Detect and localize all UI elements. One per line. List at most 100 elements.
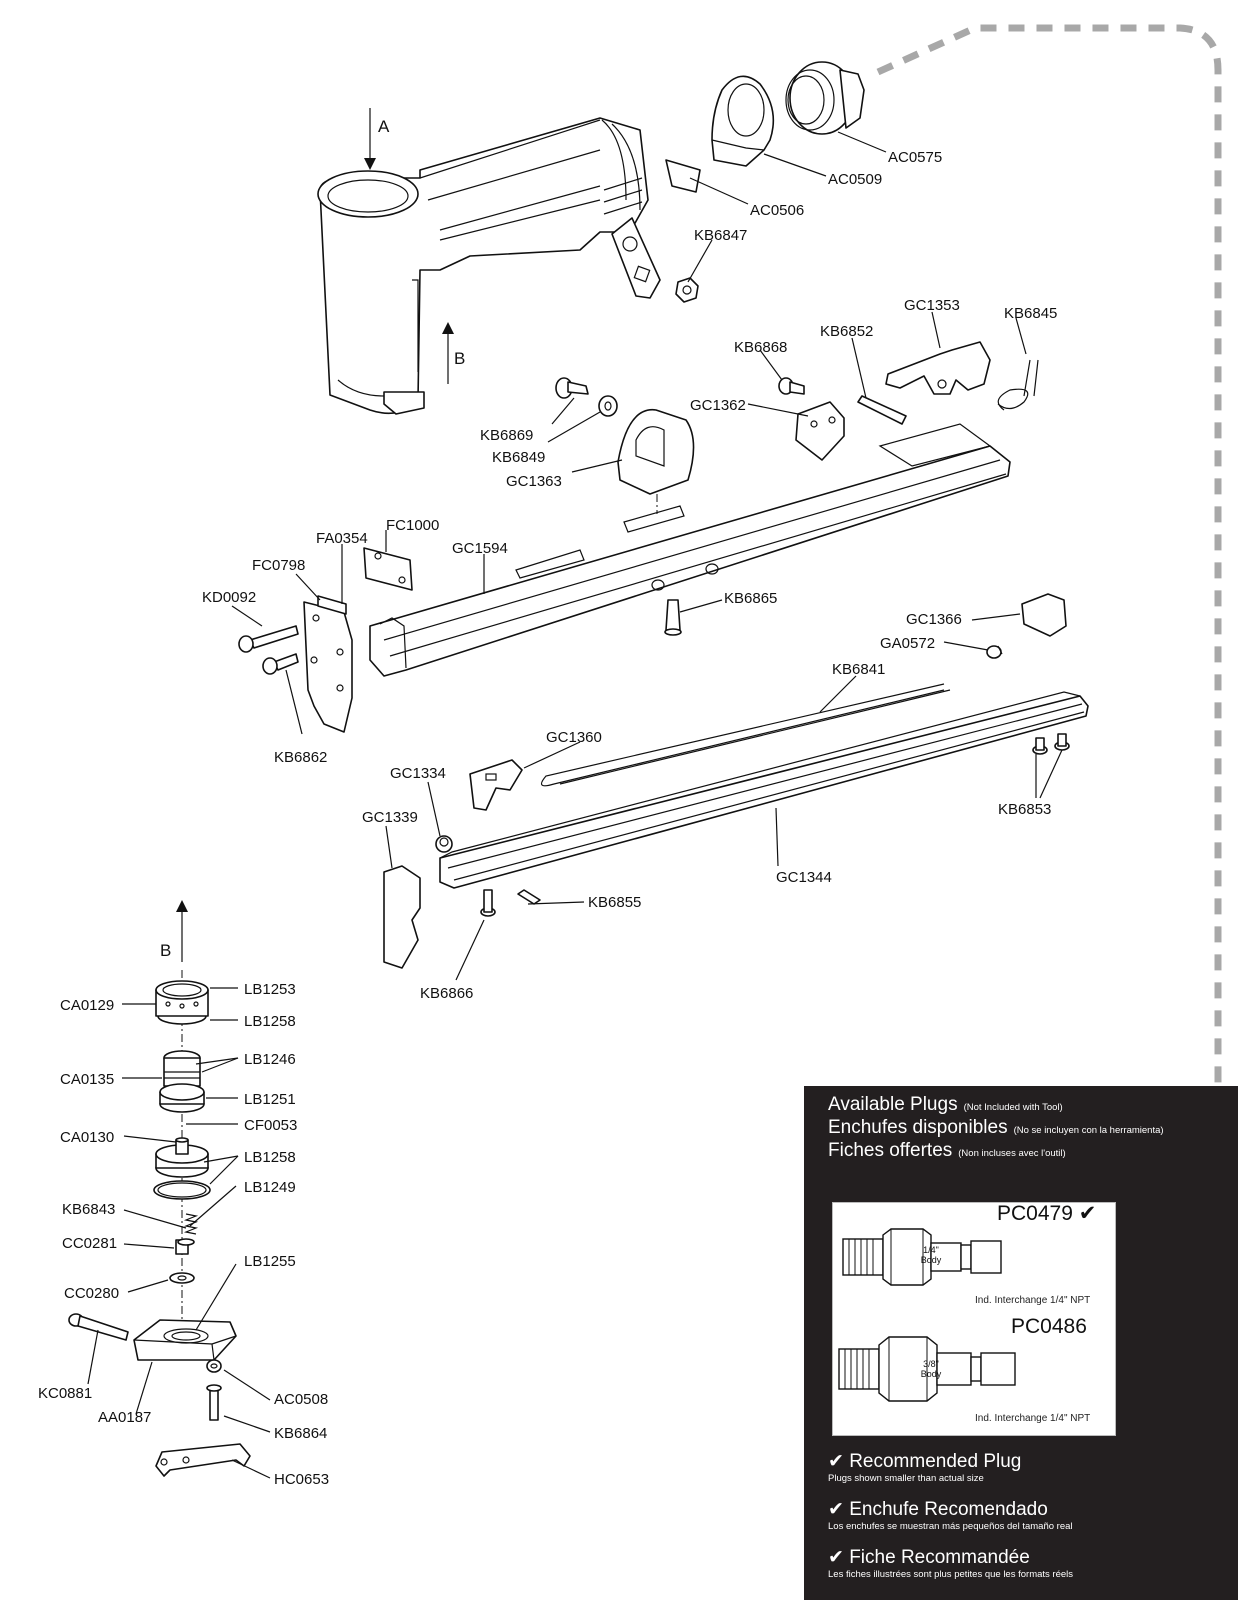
part-kc0881-bolt (68, 1313, 129, 1341)
plug-pc0486-code: PC0486 (1011, 1315, 1087, 1338)
part-ca0130-piston (155, 1137, 209, 1178)
part-label: LB1246 (244, 1051, 296, 1068)
part-kb6845-spring (997, 359, 1039, 411)
part-kb6862-screw (262, 653, 299, 675)
part-labels: AC0575 AC0509 AC0506 KB6847 GC1353 KB684… (38, 149, 1057, 1488)
housing-body (317, 117, 661, 415)
heading-english: Available Plugs(Not Included with Tool) (828, 1094, 1063, 1116)
part-cc0280-washer (169, 1272, 195, 1284)
part-kb6853-screws (1032, 733, 1070, 755)
recommended-spanish: ✔ Enchufe Recomendado Los enchufes se mu… (828, 1498, 1073, 1532)
available-plugs-panel: Available Plugs(Not Included with Tool) … (804, 1086, 1238, 1600)
part-kb6849-washer (598, 395, 618, 417)
heading-spanish-note: (No se incluyen con la herramienta) (1013, 1125, 1164, 1136)
part-fc0798-driver-guide (303, 595, 353, 733)
part-gc1366-cap (1021, 593, 1067, 637)
heading-french-note: (Non incluses avec l'outil) (958, 1148, 1066, 1159)
part-label: GC1363 (506, 473, 562, 490)
part-label: LB1249 (244, 1179, 296, 1196)
plug-pc0486-body-label: 3/8" Body (913, 1359, 949, 1379)
part-label: KB6853 (998, 801, 1051, 818)
part-label: GC1334 (390, 765, 446, 782)
plug-pc0486-drawing (838, 1336, 1016, 1402)
heading-spanish-title: Enchufes disponibles (828, 1117, 1008, 1138)
part-gc1360-follower (469, 759, 523, 811)
part-label: HC0653 (274, 1471, 329, 1488)
part-aa0187-base (133, 1319, 237, 1361)
heading-english-title: Available Plugs (828, 1094, 958, 1115)
part-gc1344-magazine (439, 691, 1089, 889)
part-ac0575-fitting (785, 61, 865, 135)
part-ac0506-pad (665, 159, 701, 193)
part-label: KB6852 (820, 323, 873, 340)
part-label: AC0506 (750, 202, 804, 219)
part-fc1000-plate (363, 547, 413, 591)
part-label: GC1366 (906, 611, 962, 628)
part-label: GC1362 (690, 397, 746, 414)
check-icon: ✔ (1078, 1201, 1097, 1225)
check-icon: ✔ (828, 1450, 844, 1472)
part-label: LB1258 (244, 1149, 296, 1166)
recommended-english-sub: Plugs shown smaller than actual size (828, 1473, 984, 1484)
plug-card: 1/4" Body PC0479 ✔ Ind. Interchange 1/4"… (832, 1201, 1116, 1436)
plug-pc0479-code: PC0479 ✔ (997, 1201, 1096, 1226)
part-label: GC1344 (776, 869, 832, 886)
part-gc1363-block (617, 409, 695, 495)
part-label: KB6864 (274, 1425, 327, 1442)
part-label: AA0187 (98, 1409, 151, 1426)
recommended-english: ✔ Recommended Plug Plugs shown smaller t… (828, 1450, 1021, 1484)
part-kb6841-spring (540, 683, 951, 787)
part-kd0092-screw (238, 625, 299, 653)
part-label: FC0798 (252, 557, 305, 574)
part-kb6869-pin (555, 377, 589, 399)
part-label: KD0092 (202, 589, 256, 606)
part-label: CA0130 (60, 1129, 114, 1146)
part-label: GA0572 (880, 635, 935, 652)
part-label: CF0053 (244, 1117, 297, 1134)
part-label: CC0281 (62, 1235, 117, 1252)
part-lb1249-oring (153, 1180, 211, 1200)
plug-pc0479-body-word: Body (920, 1255, 942, 1265)
recommended-french: ✔ Fiche Recommandée Les fiches illustrée… (828, 1546, 1073, 1580)
part-kb6864-screw (206, 1384, 222, 1421)
part-label: KB6849 (492, 449, 545, 466)
part-label: CA0129 (60, 997, 114, 1014)
plug-pc0486-body-word: Body (920, 1369, 942, 1379)
recommended-french-sub: Les fiches illustrées sont plus petites … (828, 1569, 1074, 1580)
part-ac0509-bracket (711, 75, 775, 167)
direction-label-b-upper: B (454, 349, 465, 368)
part-gc1594-upper-rail (369, 423, 1011, 677)
recommended-spanish-title: Enchufe Recomendado (849, 1499, 1048, 1520)
plug-pc0486-body-size: 3/8" (923, 1359, 939, 1369)
plug-pc0479-note: Ind. Interchange 1/4" NPT (975, 1295, 1091, 1306)
part-kb6855-pin (517, 889, 541, 905)
part-label: KB6868 (734, 339, 787, 356)
heading-spanish: Enchufes disponibles (No se incluyen con … (828, 1117, 1164, 1139)
direction-label-b-lower: B (160, 941, 171, 960)
part-label: CA0135 (60, 1071, 114, 1088)
part-ac0508-washer (206, 1359, 222, 1373)
heading-french: Fiches offertes (Non incluses avec l'outi… (828, 1140, 1066, 1162)
part-label: KB6869 (480, 427, 533, 444)
part-label: KB6845 (1004, 305, 1057, 322)
part-label: FC1000 (386, 517, 439, 534)
part-label: AC0509 (828, 171, 882, 188)
part-kb6847-nut (675, 277, 699, 303)
part-label: AC0508 (274, 1391, 328, 1408)
heading-french-title: Fiches offertes (828, 1140, 953, 1161)
part-label: KB6841 (832, 661, 885, 678)
recommended-english-title: Recommended Plug (849, 1451, 1022, 1472)
part-label: FA0354 (316, 530, 368, 547)
part-label: LB1253 (244, 981, 296, 998)
part-kb6843-spring (183, 1213, 199, 1235)
part-gc1362-bracket (795, 401, 845, 461)
part-label: KB6855 (588, 894, 641, 911)
recommended-french-title: Fiche Recommandée (849, 1547, 1030, 1568)
part-label: KB6865 (724, 590, 777, 607)
part-hc0653-lever (155, 1443, 251, 1477)
leader-lines (87, 131, 1063, 1479)
part-label: AC0575 (888, 149, 942, 166)
part-cc0281-stem (175, 1238, 195, 1255)
part-kb6852-pin (857, 395, 907, 425)
